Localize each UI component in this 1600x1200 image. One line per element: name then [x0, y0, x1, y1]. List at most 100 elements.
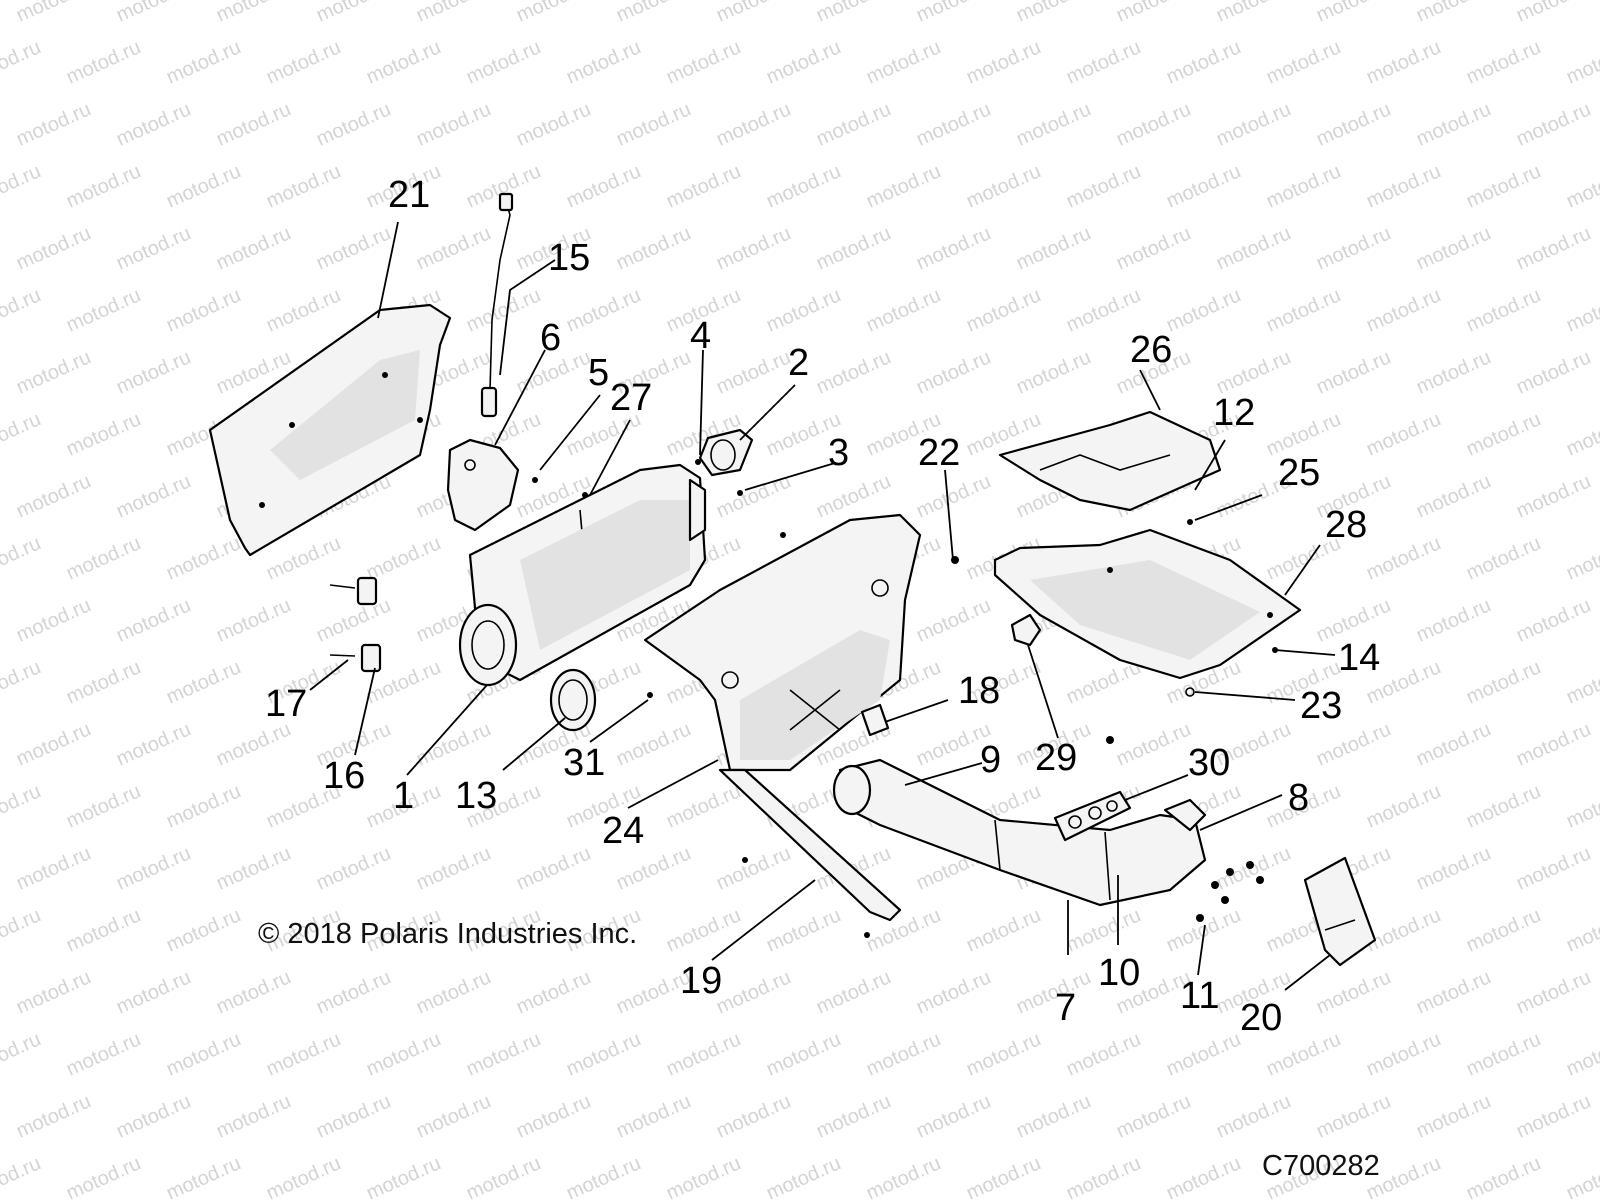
watermark-text: motod.ru — [913, 966, 994, 1018]
part-28-right-heat-shield — [993, 528, 1302, 680]
watermark-text: motod.ru — [563, 36, 644, 88]
watermark-text: motod.ru — [663, 1028, 744, 1080]
part-6-sensor-bracket — [446, 438, 520, 532]
part-24-lower-heat-shield — [643, 513, 922, 772]
watermark-text: motod.ru — [213, 842, 294, 894]
watermark-text: motod.ru — [613, 98, 694, 150]
watermark-text: motod.ru — [1013, 222, 1094, 274]
watermark-text: motod.ru — [0, 904, 44, 956]
watermark-text: motod.ru — [1513, 470, 1594, 522]
watermark-text: motod.ru — [513, 842, 594, 894]
watermark-text: motod.ru — [263, 36, 344, 88]
callout-4: 4 — [690, 315, 711, 357]
watermark-text: motod.ru — [0, 780, 44, 832]
watermark-text: motod.ru — [1513, 0, 1594, 27]
watermark-text: motod.ru — [363, 532, 444, 584]
watermark-text: motod.ru — [713, 966, 794, 1018]
watermark-text: motod.ru — [163, 532, 244, 584]
watermark-text: motod.ru — [763, 1152, 844, 1200]
watermark-text: motod.ru — [463, 284, 544, 336]
watermark-text: motod.ru — [63, 36, 144, 88]
watermark-text: motod.ru — [163, 160, 244, 212]
watermark-text: motod.ru — [363, 1028, 444, 1080]
watermark-text: motod.ru — [1513, 98, 1594, 150]
watermark-text: motod.ru — [863, 1028, 944, 1080]
figure-code: C700282 — [1262, 1150, 1380, 1182]
watermark-text: motod.ru — [713, 98, 794, 150]
watermark-text: motod.ru — [1113, 0, 1194, 27]
callout-19: 19 — [680, 960, 722, 1002]
watermark-text: motod.ru — [1413, 718, 1494, 770]
watermark-text: motod.ru — [1213, 98, 1294, 150]
watermark-text: motod.ru — [813, 966, 894, 1018]
callout-7: 7 — [1055, 987, 1076, 1029]
callout-2: 2 — [788, 342, 809, 384]
watermark-text: motod.ru — [1513, 222, 1594, 274]
watermark-text: motod.ru — [13, 718, 94, 770]
callout-25: 25 — [1278, 452, 1320, 494]
watermark-text: motod.ru — [1363, 284, 1444, 336]
watermark-text: motod.ru — [813, 0, 894, 27]
watermark-text: motod.ru — [1113, 1090, 1194, 1142]
watermark-text: motod.ru — [1513, 718, 1594, 770]
watermark-text: motod.ru — [813, 1090, 894, 1142]
watermark-text: motod.ru — [1413, 842, 1494, 894]
callout-11: 11 — [1180, 975, 1219, 1017]
watermark-text: motod.ru — [713, 222, 794, 274]
watermark-text: motod.ru — [1363, 532, 1444, 584]
watermark-text: motod.ru — [13, 470, 94, 522]
watermark-text: motod.ru — [313, 1090, 394, 1142]
watermark-text: motod.ru — [513, 98, 594, 150]
watermark-text: motod.ru — [813, 470, 894, 522]
watermark-text: motod.ru — [713, 0, 794, 27]
watermark-text: motod.ru — [263, 1152, 344, 1200]
watermark-text: motod.ru — [1463, 1028, 1544, 1080]
watermark-text: motod.ru — [1213, 222, 1294, 274]
part-11-bolts — [1196, 861, 1264, 922]
watermark-text: motod.ru — [1213, 842, 1294, 894]
watermark-text: motod.ru — [763, 1028, 844, 1080]
watermark-text: motod.ru — [1513, 842, 1594, 894]
watermark-text: motod.ru — [1563, 160, 1600, 212]
watermark-text: motod.ru — [913, 0, 994, 27]
watermark-text: motod.ru — [1563, 408, 1600, 460]
watermark-text: motod.ru — [1263, 284, 1344, 336]
watermark-text: motod.ru — [1363, 1028, 1444, 1080]
watermark-text: motod.ru — [663, 904, 744, 956]
watermark-text: motod.ru — [213, 966, 294, 1018]
watermark-text: motod.ru — [1313, 1090, 1394, 1142]
watermark-text: motod.ru — [63, 160, 144, 212]
watermark-text: motod.ru — [1113, 222, 1194, 274]
callout-30: 30 — [1188, 742, 1230, 784]
callout-labels: 21 15 6 5 27 4 2 3 22 26 12 25 28 14 23 … — [265, 174, 1380, 1039]
watermark-text: motod.ru — [1163, 36, 1244, 88]
watermark-text: motod.ru — [1563, 656, 1600, 708]
watermark-text: motod.ru — [613, 1090, 694, 1142]
watermark-text: motod.ru — [0, 36, 44, 88]
watermark-text: motod.ru — [1063, 1152, 1144, 1200]
watermark-text: motod.ru — [63, 532, 144, 584]
watermark-text: motod.ru — [163, 780, 244, 832]
watermark-text: motod.ru — [63, 1028, 144, 1080]
watermark-text: motod.ru — [113, 470, 194, 522]
watermark-text: motod.ru — [1163, 1152, 1244, 1200]
watermark-text: motod.ru — [813, 98, 894, 150]
watermark-text: motod.ru — [13, 346, 94, 398]
watermark-text: motod.ru — [1563, 780, 1600, 832]
watermark-text: motod.ru — [1363, 160, 1444, 212]
watermark-text: motod.ru — [713, 842, 794, 894]
watermark-text: motod.ru — [563, 284, 644, 336]
watermark-text: motod.ru — [1113, 718, 1194, 770]
watermark-text: motod.ru — [113, 1090, 194, 1142]
watermark-text: motod.ru — [363, 1152, 444, 1200]
watermark-text: motod.ru — [113, 966, 194, 1018]
watermark-text: motod.ru — [263, 160, 344, 212]
watermark-text: motod.ru — [913, 594, 994, 646]
watermark-text: motod.ru — [463, 1028, 544, 1080]
watermark-text: motod.ru — [163, 1028, 244, 1080]
callout-1: 1 — [393, 775, 414, 817]
watermark-text: motod.ru — [413, 718, 494, 770]
watermark-text: motod.ru — [163, 284, 244, 336]
watermark-text: motod.ru — [413, 1090, 494, 1142]
watermark-text: motod.ru — [363, 36, 444, 88]
